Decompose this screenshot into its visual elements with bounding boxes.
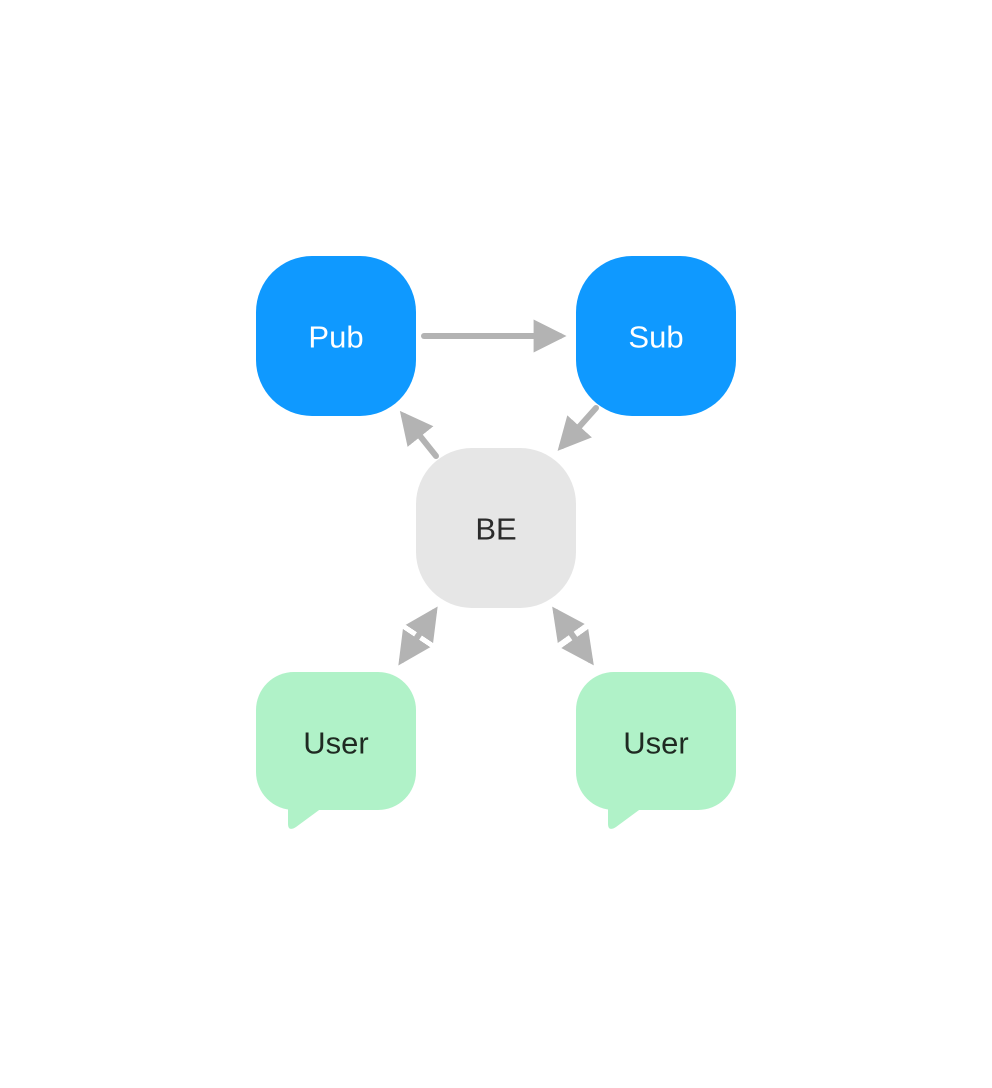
edge-sub-to-be — [557, 405, 599, 451]
user-left-label: User — [303, 726, 368, 761]
backend-node-label: BE — [475, 512, 516, 547]
pub-node-shape — [256, 256, 416, 416]
user-right-label: User — [623, 726, 688, 761]
edge-be-user-right — [552, 606, 594, 666]
user-left-node: User — [256, 672, 416, 829]
user-left-bubble — [256, 672, 416, 810]
user-right-bubble — [576, 672, 736, 810]
edges — [398, 319, 599, 666]
backend-node: BE — [416, 448, 576, 608]
edge-be-user-left — [398, 606, 438, 666]
edge-be-to-pub — [399, 410, 439, 459]
sub-node-label: Sub — [628, 320, 683, 355]
backend-node-shape — [416, 448, 576, 608]
user-right-node: User — [576, 672, 736, 829]
sub-node-shape — [576, 256, 736, 416]
sub-node: Sub — [576, 256, 736, 416]
pub-node: Pub — [256, 256, 416, 416]
pub-node-label: Pub — [308, 320, 363, 355]
